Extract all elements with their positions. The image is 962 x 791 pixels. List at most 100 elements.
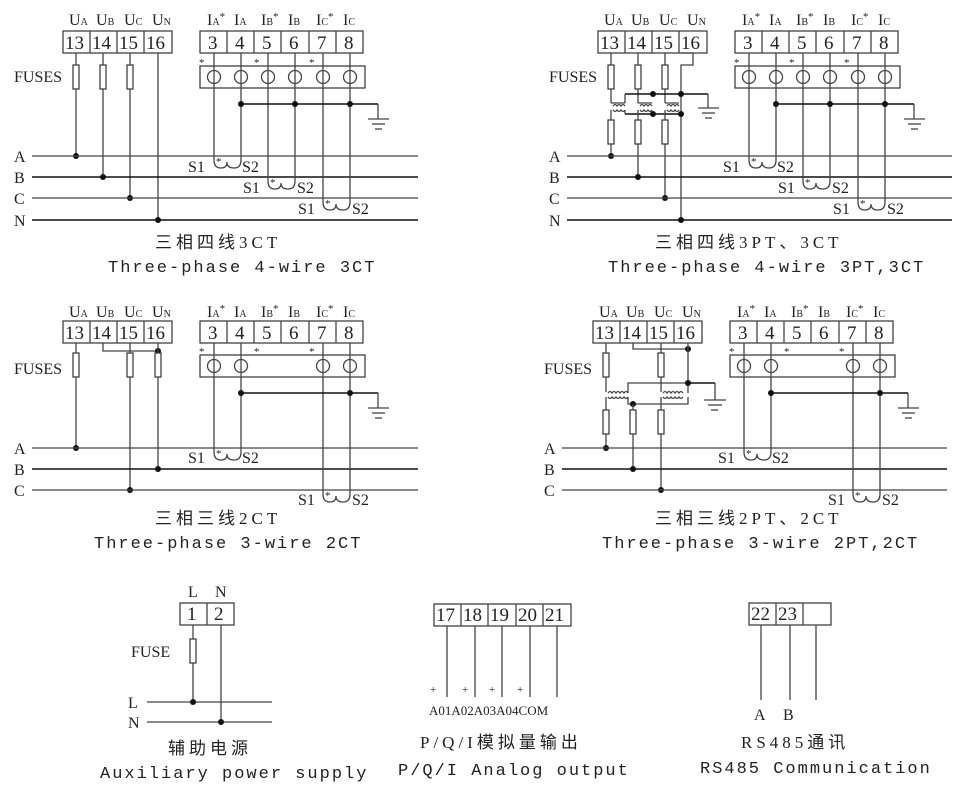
svg-text:+: +: [489, 684, 495, 696]
fuse-icon: [189, 638, 197, 664]
svg-text:*: *: [325, 490, 331, 502]
svg-text:L: L: [128, 695, 138, 712]
svg-text:*: *: [309, 57, 315, 69]
ground-icon: [898, 393, 919, 419]
svg-text:IB: IB: [288, 304, 300, 321]
phase-lines: A B C: [544, 441, 947, 500]
svg-text:*: *: [789, 57, 795, 69]
svg-text:*: *: [254, 346, 260, 358]
voltage-terminal-block: 13 14 15 16: [62, 320, 173, 344]
svg-text:S2: S2: [352, 492, 369, 509]
caption-cn: 辅助电源: [168, 739, 252, 758]
svg-text:UB: UB: [96, 12, 115, 29]
ct-coil-b: S1*S2: [243, 177, 314, 197]
diagram-3p4w-3ct: UA UB UC UN 13 14 15 16 FUSES A: [14, 11, 418, 278]
svg-text:S1: S1: [828, 492, 845, 509]
svg-text:UN: UN: [152, 304, 171, 321]
caption-cn: 三相三线2PT、2CT: [655, 509, 843, 528]
fuses-label: FUSES: [14, 69, 62, 86]
voltage-terminal-block: 13 14 15 16: [597, 30, 708, 54]
svg-text:7: 7: [847, 323, 857, 344]
svg-text:15: 15: [654, 33, 673, 54]
current-terminal-block: 3 4 5 6 7 8: [734, 30, 899, 54]
svg-text:S1: S1: [718, 450, 735, 467]
svg-text:18: 18: [463, 605, 482, 626]
svg-text:7: 7: [317, 33, 327, 54]
svg-text:4: 4: [765, 323, 775, 344]
svg-text:1: 1: [187, 604, 197, 625]
svg-text:3: 3: [743, 33, 753, 54]
svg-text:IB: IB: [823, 12, 835, 29]
terminal-15: 15: [119, 33, 138, 54]
svg-text:C: C: [549, 191, 560, 208]
terminal-13: 13: [65, 33, 84, 54]
svg-text:S2: S2: [882, 492, 899, 509]
svg-text:13: 13: [600, 33, 619, 54]
caption-cn: 三相三线2CT: [155, 509, 281, 528]
svg-text:16: 16: [676, 323, 695, 344]
current-labels: IA* IA IB* IB IC* IC: [207, 11, 355, 29]
voltage-labels: UA UB UC UN: [69, 304, 171, 321]
terminal-14: 14: [92, 33, 112, 54]
caption-en: Three-phase 4-wire 3CT: [108, 259, 376, 278]
caption-en: P/Q/I Analog output: [398, 762, 630, 781]
caption-cn: 三相四线3PT、3CT: [655, 233, 843, 252]
svg-text:13: 13: [595, 323, 614, 344]
svg-text:*: *: [805, 177, 811, 189]
svg-text:*: *: [199, 57, 205, 69]
svg-text:S2: S2: [777, 159, 794, 176]
svg-text:N: N: [14, 213, 26, 230]
svg-text:IA*: IA*: [742, 11, 760, 29]
current-labels: IA* IA IB* IB IC* IC: [737, 303, 885, 321]
svg-text:S1: S1: [188, 450, 205, 467]
svg-text:*: *: [751, 156, 757, 168]
svg-text:C: C: [14, 191, 25, 208]
svg-text:IC*: IC*: [846, 303, 864, 321]
svg-text:2: 2: [214, 604, 224, 625]
svg-text:4: 4: [235, 33, 245, 54]
diagram-analog-output: 17 18 19 20 21 + + + + A01A02A03A04COM P…: [398, 603, 630, 781]
svg-text:13: 13: [65, 323, 84, 344]
svg-text:UA: UA: [604, 12, 624, 29]
terminal-16: 16: [146, 33, 165, 54]
svg-text:*: *: [325, 198, 331, 210]
svg-text:4: 4: [235, 323, 245, 344]
phase-lines: A B C N: [549, 149, 952, 230]
svg-text:S2: S2: [242, 450, 259, 467]
svg-text:3: 3: [738, 323, 748, 344]
svg-text:5: 5: [792, 323, 802, 344]
svg-text:IB*: IB*: [261, 11, 279, 29]
svg-text:4: 4: [770, 33, 780, 54]
ground-icon: [904, 104, 925, 130]
svg-text:UB: UB: [626, 304, 645, 321]
ct-coil-c: S1*S2: [298, 198, 369, 218]
svg-text:IB*: IB*: [261, 303, 279, 321]
svg-text:IA: IA: [234, 12, 247, 29]
svg-text:*: *: [855, 490, 861, 502]
svg-text:3: 3: [208, 33, 218, 54]
svg-text:16: 16: [681, 33, 700, 54]
phase-lines: A B C: [14, 441, 418, 500]
fuse-label: FUSE: [131, 644, 170, 661]
current-labels: IA* IA IB* IB IC* IC: [207, 303, 355, 321]
svg-text:*: *: [216, 448, 222, 460]
analog-output-labels: A01A02A03A04COM: [429, 703, 549, 718]
svg-text:3: 3: [208, 323, 218, 344]
svg-text:IC: IC: [878, 12, 890, 29]
svg-text:14: 14: [92, 323, 112, 344]
svg-text:IB: IB: [818, 304, 830, 321]
svg-text:A: A: [754, 707, 766, 724]
caption-cn: P/Q/I模拟量输出: [420, 733, 582, 752]
fuses-label: FUSES: [14, 361, 62, 378]
svg-text:8: 8: [344, 33, 354, 54]
svg-text:23: 23: [778, 604, 797, 625]
svg-text:UC: UC: [124, 12, 143, 29]
svg-text:UB: UB: [96, 304, 115, 321]
svg-text:UB: UB: [631, 12, 650, 29]
fuses-label: FUSES: [549, 69, 597, 86]
svg-text:5: 5: [262, 33, 272, 54]
svg-text:IC: IC: [873, 304, 885, 321]
caption-en: Auxiliary power supply: [100, 765, 368, 784]
fuse-icon: [126, 64, 134, 90]
